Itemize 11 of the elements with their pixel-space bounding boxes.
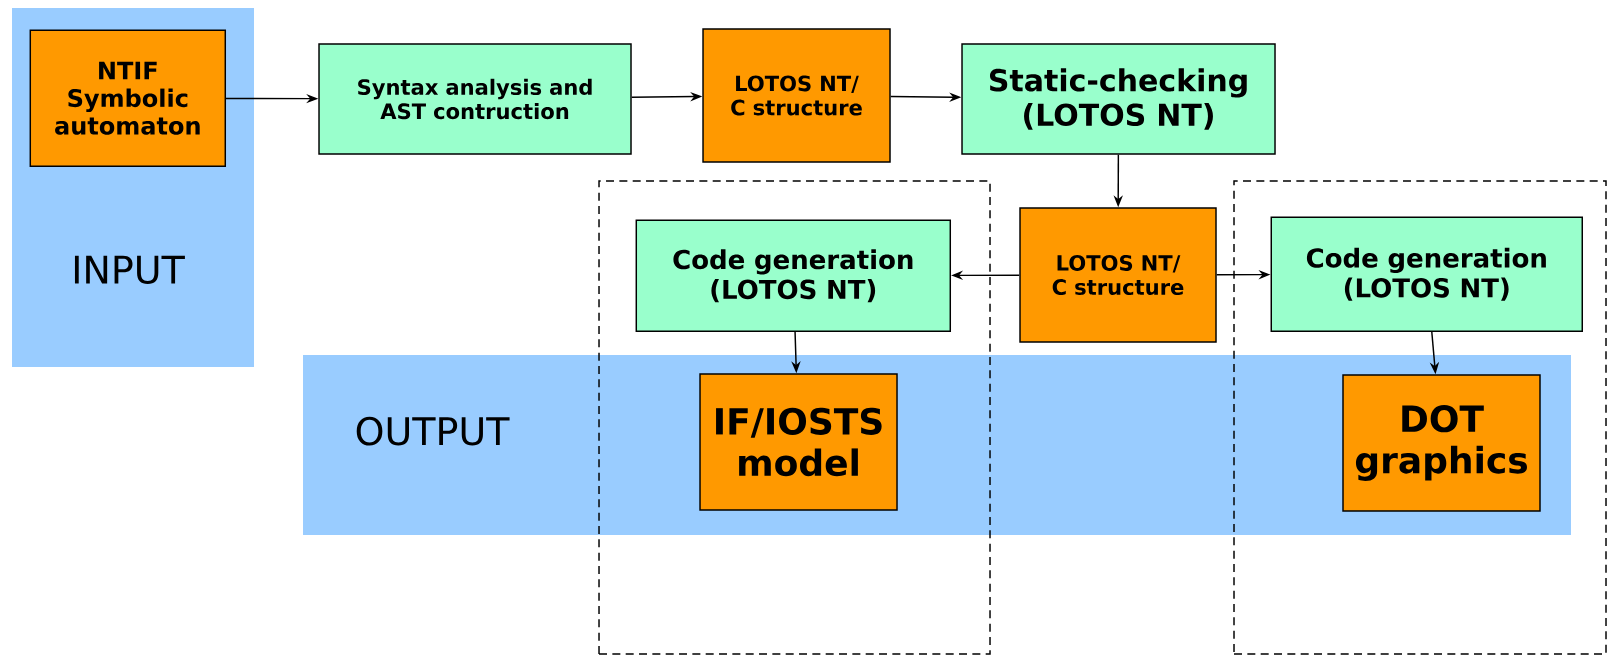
data-box: IF/IOSTS model xyxy=(699,373,898,511)
process-box: Syntax analysis and AST contruction xyxy=(318,43,632,155)
process-box: Code generation (LOTOS NT) xyxy=(1270,216,1583,332)
dashed-group-box xyxy=(1233,180,1607,655)
data-box: DOT graphics xyxy=(1342,374,1541,512)
data-box: LOTOS NT/ C structure xyxy=(702,28,891,163)
process-box: Static-checking (LOTOS NT) xyxy=(961,43,1276,155)
process-box: Code generation (LOTOS NT) xyxy=(635,219,951,332)
data-box: LOTOS NT/ C structure xyxy=(1019,207,1217,343)
data-box: NTIF Symbolic automaton xyxy=(29,29,227,167)
dashed-group-box xyxy=(598,180,991,655)
